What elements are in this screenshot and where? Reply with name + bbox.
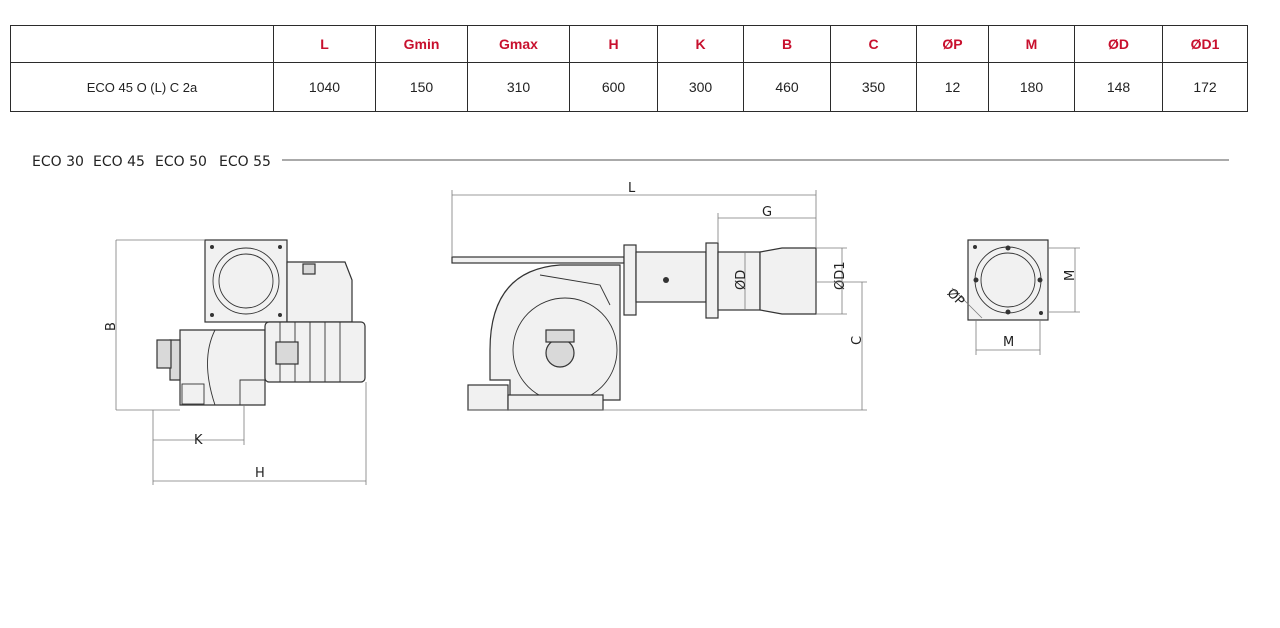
value-cell-gmax: 310 <box>467 62 570 112</box>
flange-plate <box>967 239 1049 321</box>
value-cell-c: 350 <box>830 62 917 112</box>
flange-dim-m-horizontal: M <box>1003 335 1014 350</box>
flange-view: ØP M M <box>944 239 1080 355</box>
spec-table: L Gmin Gmax H K B C ØP M ØD ØD1 ECO 45 O… <box>10 25 1248 112</box>
side-nozzle <box>759 247 817 315</box>
header-cell-c: C <box>830 25 917 63</box>
front-view: B K H <box>104 239 367 485</box>
side-dim-d1: ØD1 <box>833 261 848 290</box>
front-cover <box>286 261 353 323</box>
side-dim-d: ØD <box>734 270 749 290</box>
series-model-2: ECO 50 <box>155 154 207 170</box>
value-cell-h: 600 <box>569 62 658 112</box>
flange-dim-p: ØP <box>944 286 967 309</box>
front-flange <box>204 239 288 323</box>
table-row: ECO 45 O (L) C 2a 1040 150 310 600 300 4… <box>10 62 1248 112</box>
series-model-1: ECO 45 <box>93 154 145 170</box>
front-flange-ring-inner <box>218 253 274 309</box>
flange-ring-inner <box>980 252 1036 308</box>
series-model-0: ECO 30 <box>32 154 84 170</box>
value-cell-m: 180 <box>988 62 1075 112</box>
side-blast-tube <box>635 251 707 303</box>
side-pump <box>545 338 575 368</box>
value-cell-b: 460 <box>743 62 831 112</box>
side-view: L G ØD ØD1 C <box>451 181 867 411</box>
model-cell: ECO 45 O (L) C 2a <box>10 62 274 112</box>
side-dim-g: G <box>762 205 772 220</box>
header-cell-b: B <box>743 25 831 63</box>
side-mount-plate <box>623 244 637 316</box>
front-body <box>179 329 266 406</box>
front-dim-h: H <box>255 466 265 481</box>
side-rod <box>451 256 625 264</box>
value-cell-k: 300 <box>657 62 744 112</box>
flange-dim-m-vertical: M <box>1063 270 1078 281</box>
header-cell-p: ØP <box>916 25 989 63</box>
value-cell-p: 12 <box>916 62 989 112</box>
side-flange <box>705 242 719 319</box>
side-dim-l: L <box>628 181 636 196</box>
side-dim-c: C <box>850 336 865 345</box>
front-dim-k: K <box>194 433 203 448</box>
front-flange-ring-outer <box>212 247 280 315</box>
series-model-3: ECO 55 <box>219 154 271 170</box>
front-valve <box>156 339 172 369</box>
front-dim-b: B <box>104 322 119 331</box>
value-cell-l: 1040 <box>273 62 376 112</box>
header-cell-gmax: Gmax <box>467 25 570 63</box>
value-cell-d1: 172 <box>1162 62 1248 112</box>
value-cell-d: 148 <box>1074 62 1163 112</box>
value-cell-gmin: 150 <box>375 62 468 112</box>
header-cell-d: ØD <box>1074 25 1163 63</box>
header-cell-d1: ØD1 <box>1162 25 1248 63</box>
table-header-row: L Gmin Gmax H K B C ØP M ØD ØD1 <box>10 25 1248 63</box>
header-cell-gmin: Gmin <box>375 25 468 63</box>
